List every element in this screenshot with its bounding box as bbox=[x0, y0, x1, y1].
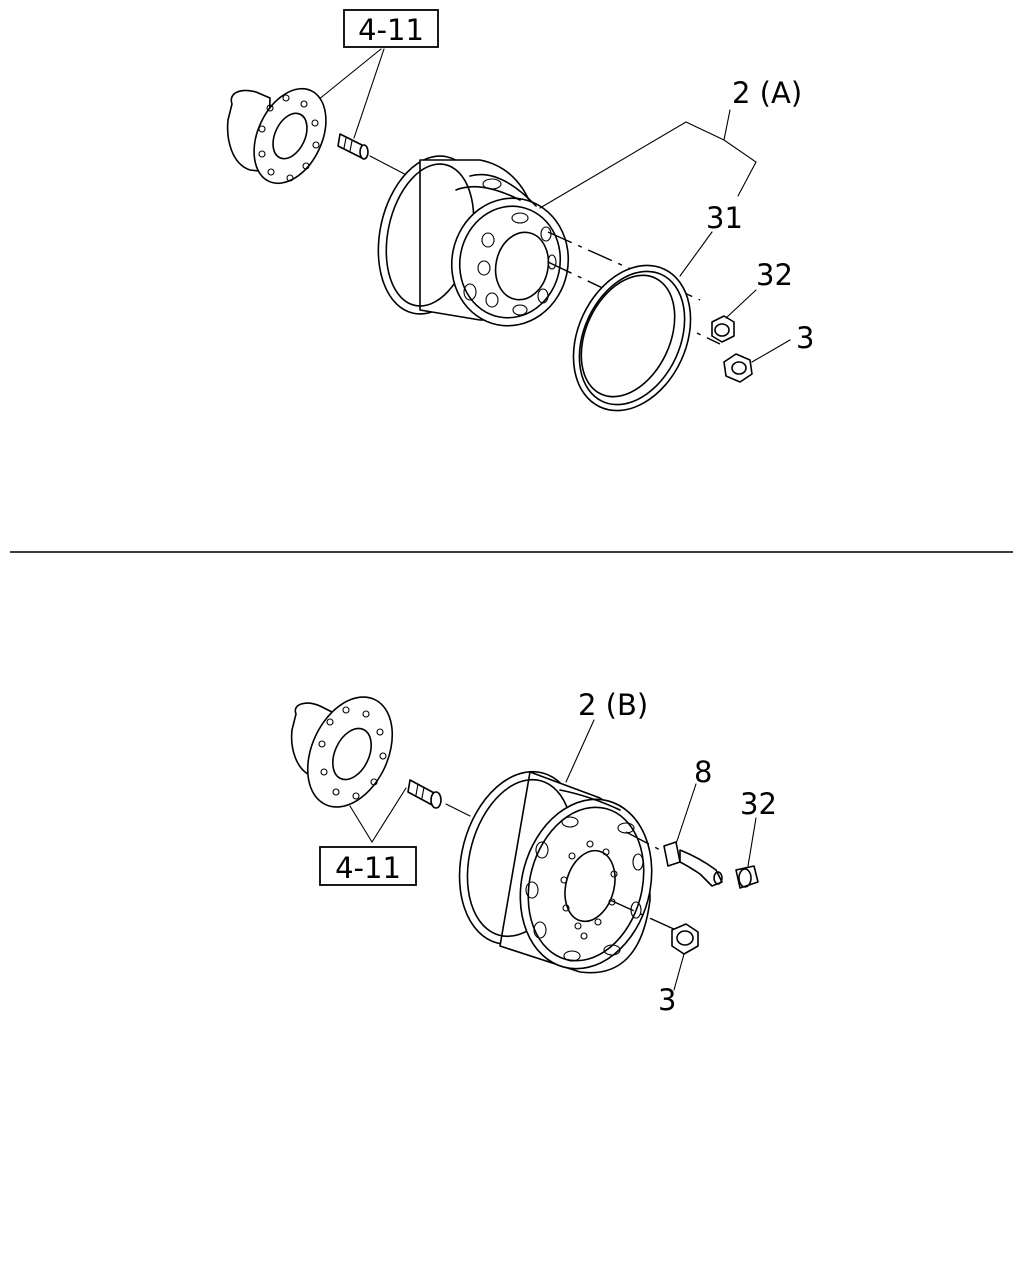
upper-ref-box-text: 4-11 bbox=[358, 13, 424, 47]
lower-ref-leader bbox=[349, 787, 407, 844]
lower-valve-cap-leader bbox=[747, 817, 757, 867]
lower-label-wheel: 2 (B) bbox=[578, 688, 648, 722]
upper-label-wheel: 2 (A) bbox=[732, 76, 802, 110]
lower-ref-box[interactable]: 4-11 bbox=[319, 846, 417, 886]
upper-nut bbox=[723, 353, 753, 383]
upper-wheel bbox=[377, 155, 570, 327]
upper-stud bbox=[337, 133, 369, 160]
upper-label-nut-cap: 32 bbox=[756, 258, 793, 292]
lower-ref-box-text: 4-11 bbox=[335, 851, 401, 885]
lower-label-valve-cap: 32 bbox=[740, 787, 777, 821]
upper-label-nut: 3 bbox=[796, 321, 814, 355]
lower-valve bbox=[663, 841, 723, 887]
lower-assembly: 4-11 bbox=[290, 688, 777, 1017]
upper-assembly: 4-11 bbox=[226, 9, 814, 412]
lower-valve-axis bbox=[625, 831, 665, 853]
lower-wheel bbox=[458, 770, 653, 974]
lower-stud-axis bbox=[445, 803, 471, 817]
upper-nutcap-leader bbox=[725, 289, 757, 319]
lower-valve-leader bbox=[675, 783, 697, 845]
lower-label-nut: 3 bbox=[658, 983, 676, 1017]
upper-ring-leader bbox=[679, 231, 713, 277]
upper-wheel-leader-top bbox=[723, 109, 731, 141]
upper-hub bbox=[226, 87, 327, 185]
upper-nut-leader bbox=[751, 339, 791, 363]
lower-valve-cap bbox=[735, 865, 759, 889]
lower-stud bbox=[407, 779, 442, 809]
upper-nut-cap bbox=[711, 315, 735, 343]
lower-nut-axis bbox=[609, 899, 677, 931]
lower-label-valve: 8 bbox=[694, 755, 712, 789]
upper-ref-leader-hub bbox=[317, 48, 382, 101]
upper-wheel-leader bbox=[539, 121, 757, 209]
upper-ref-leader-stud bbox=[353, 48, 385, 139]
lower-hub bbox=[290, 696, 394, 808]
lower-nut bbox=[671, 923, 699, 955]
upper-ref-box[interactable]: 4-11 bbox=[343, 9, 439, 48]
upper-label-ring: 31 bbox=[706, 201, 743, 235]
lower-wheel-leader bbox=[565, 719, 595, 783]
lower-nut-leader bbox=[673, 953, 685, 991]
upper-ring bbox=[572, 264, 692, 412]
